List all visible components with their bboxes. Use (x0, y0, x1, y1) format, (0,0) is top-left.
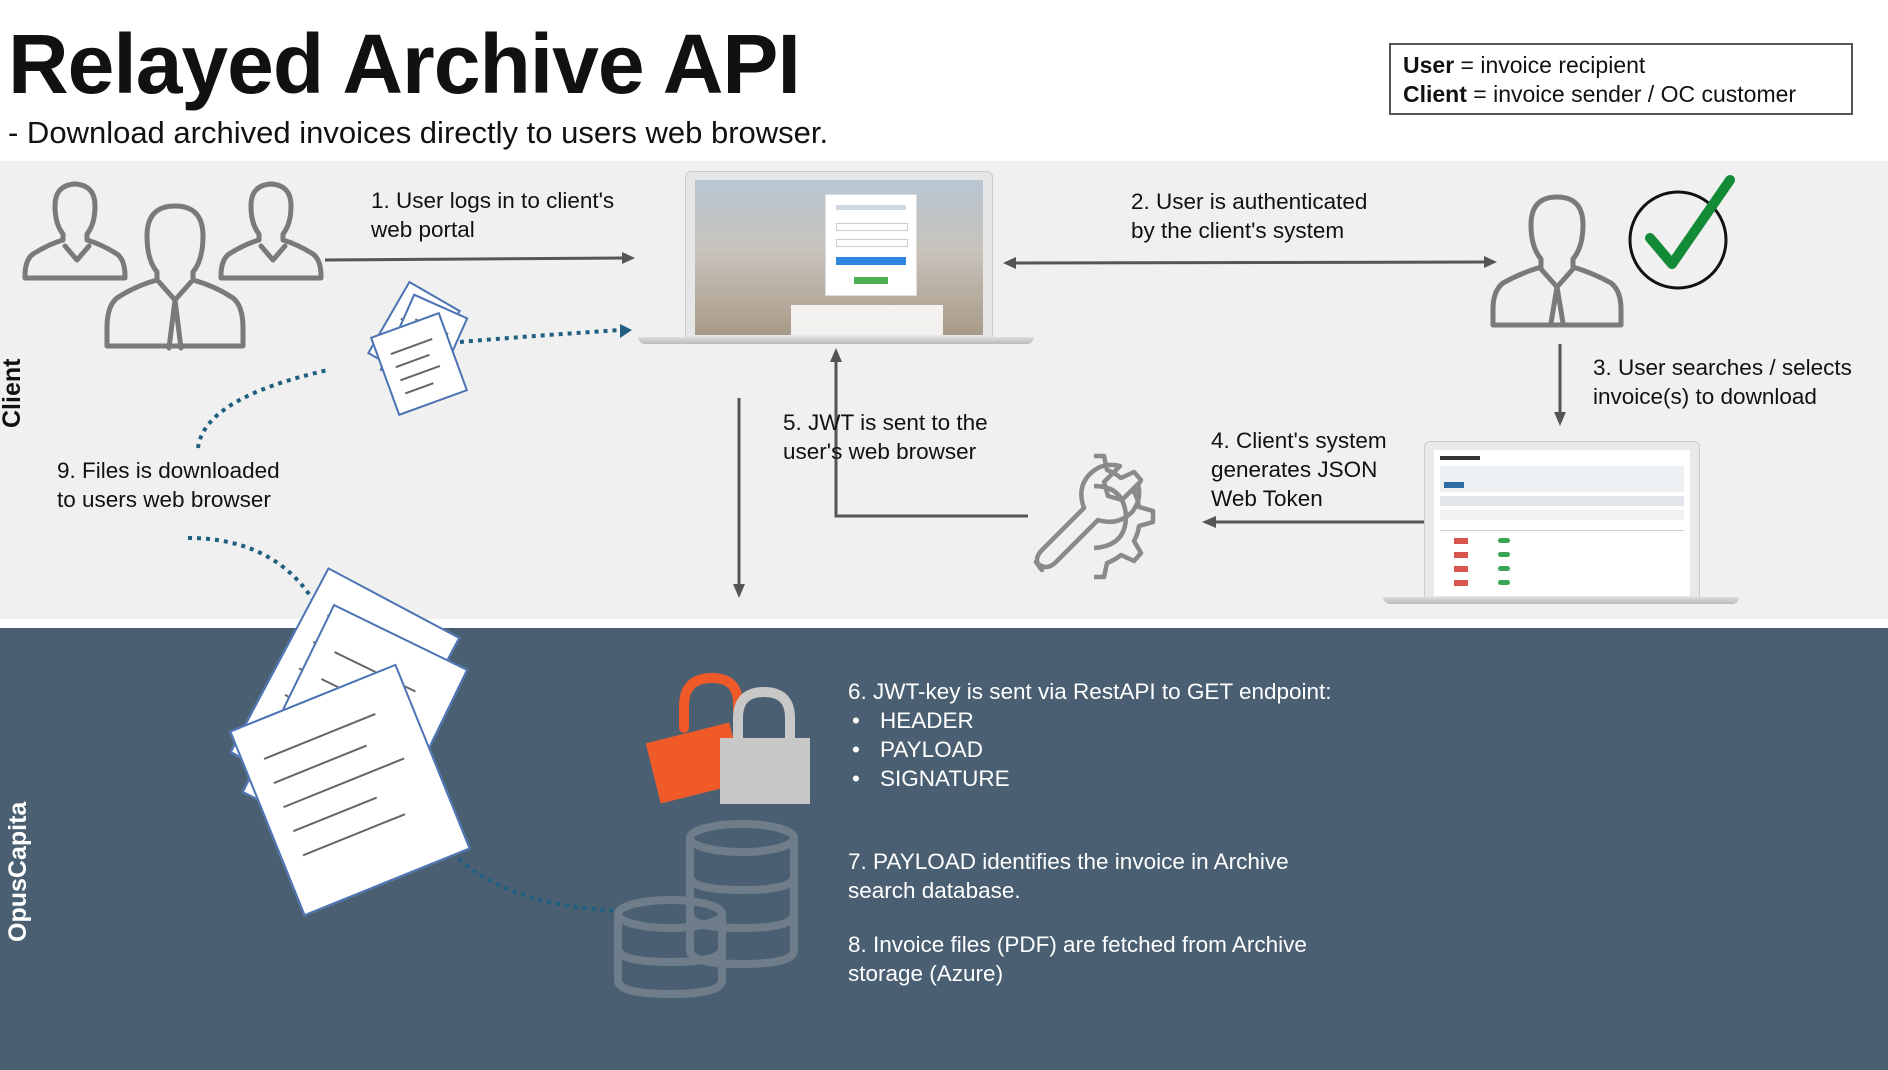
checkmark-icon (1628, 175, 1735, 290)
arrow-jwt-to-browser (830, 348, 1028, 518)
arrow-search (1554, 344, 1566, 426)
users-group-icon (22, 181, 324, 351)
arrow-authenticate (1003, 256, 1497, 269)
dotted-connector-docs (187, 536, 320, 609)
jwt-part-item: PAYLOAD (848, 735, 1010, 764)
arrow-login (324, 252, 635, 264)
arrow-to-opuscapita (733, 398, 745, 598)
dotted-connector-database (457, 857, 620, 913)
step-6-text: 6. JWT-key is sent via RestAPI to GET en… (848, 679, 1332, 704)
user-icon (1490, 194, 1624, 328)
invoice-system-laptop-base (1383, 597, 1739, 604)
invoice-system-screen (1434, 450, 1690, 596)
step-7-text: 7. PAYLOAD identifies the invoice in Arc… (848, 849, 1289, 903)
page-title: Relayed Archive API (8, 17, 801, 111)
invoice-system-laptop (1424, 441, 1700, 599)
jwt-part-item: HEADER (848, 706, 1010, 735)
portal-laptop (685, 171, 993, 339)
legend-client-desc: = invoice sender / OC customer (1466, 81, 1797, 107)
legend-box: User = invoice recipient Client = invoic… (1389, 43, 1853, 115)
step-3-text: 3. User searches / selects invoice(s) to… (1593, 355, 1852, 409)
legend-client-term: Client (1403, 81, 1467, 107)
legend-client-row: Client = invoice sender / OC customer (1403, 80, 1839, 109)
legend-user-desc: = invoice recipient (1454, 52, 1646, 78)
padlock-icon (645, 672, 810, 804)
step-4-text: 4. Client's system generates JSON Web To… (1211, 428, 1387, 511)
step-2-text: 2. User is authenticated by the client's… (1131, 189, 1368, 243)
step-9-text: 9. Files is downloaded to users web brow… (57, 458, 280, 512)
notice-panel (791, 305, 943, 335)
step-1-text: 1. User logs in to client's web portal (371, 188, 615, 242)
jwt-part-item: SIGNATURE (848, 764, 1010, 793)
login-panel (825, 194, 917, 296)
step-5-text: 5. JWT is sent to the user's web browser (783, 410, 988, 464)
step-8-text: 8. Invoice files (PDF) are fetched from … (848, 932, 1307, 986)
dotted-arrow-download (196, 324, 632, 449)
database-icon (614, 820, 798, 999)
client-section-label: Client (0, 358, 26, 428)
page-subtitle: - Download archived invoices directly to… (8, 115, 829, 150)
legend-user-row: User = invoice recipient (1403, 51, 1839, 80)
downloaded-invoices-icon (360, 280, 490, 420)
portal-screen (695, 180, 983, 335)
arrow-generate-token (1202, 516, 1424, 528)
jwt-parts-list: HEADER PAYLOAD SIGNATURE (848, 706, 1010, 793)
legend-user-term: User (1403, 52, 1455, 78)
opuscapita-section-label: OpusCapita (4, 801, 32, 942)
wrench-gear-icon (1033, 453, 1156, 580)
portal-laptop-base (638, 337, 1034, 344)
